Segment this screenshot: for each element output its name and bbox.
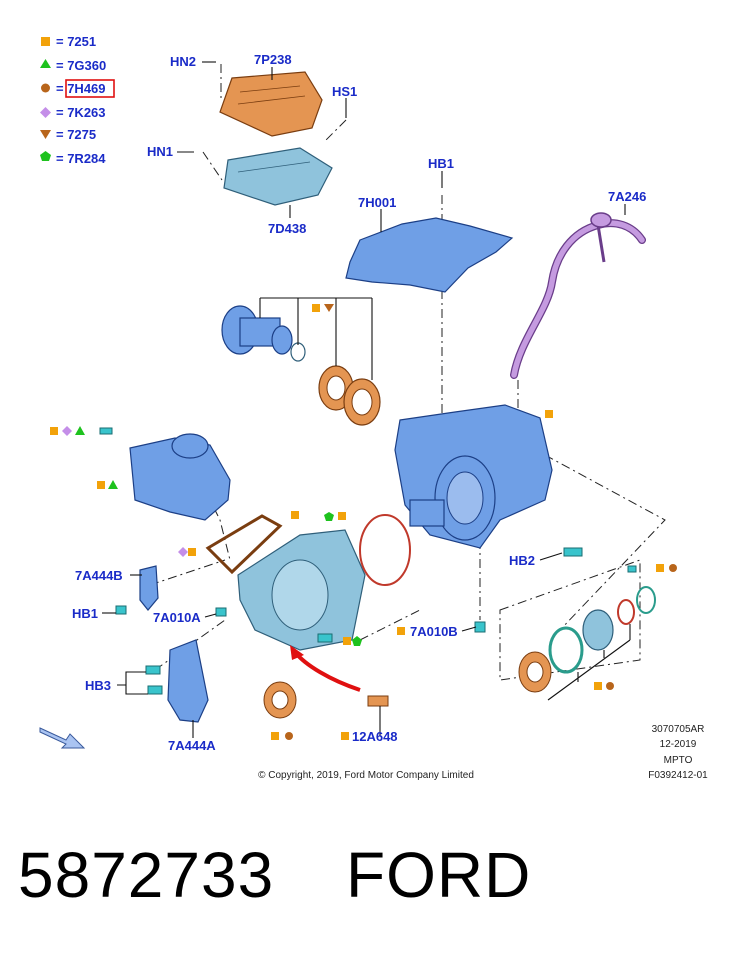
- diagram-code: 3070705AR: [652, 724, 705, 735]
- o-ring: [359, 514, 411, 586]
- legend-diamond-icon: [40, 107, 51, 118]
- legend-pentagon-icon: [40, 151, 51, 161]
- bracket-7a444b: [139, 565, 159, 611]
- callout-hb1-left: HB1: [72, 606, 98, 621]
- callout-7h001: 7H001: [358, 195, 396, 210]
- legend: = 7251 = 7G360 = 7H469 = 7K263 = 7275 = …: [40, 34, 115, 166]
- legend-item-7275: = 7275: [56, 127, 96, 142]
- diagram-variant: MPTO: [664, 755, 693, 766]
- vent-hose-7a246: [510, 219, 646, 379]
- ptu-main-housing: [394, 404, 553, 549]
- copyright-notice: © Copyright, 2019, Ford Motor Company Li…: [258, 770, 474, 781]
- callout-7p238: 7P238: [254, 52, 292, 67]
- callout-7d438: 7D438: [268, 221, 306, 236]
- callout-hb2: HB2: [509, 553, 535, 568]
- module-bracket-7d438: [223, 147, 333, 206]
- diagram-date: 12-2019: [660, 739, 697, 750]
- callout-hb3: HB3: [85, 678, 111, 693]
- callout-7a010b: 7A010B: [410, 624, 458, 639]
- control-module-7p238: [219, 71, 323, 137]
- legend-item-7g360: = 7G360: [56, 58, 106, 73]
- direction-arrow: [293, 650, 361, 692]
- callout-labels: HN2 7P238 HS1 HN1 7D438 HB1 7H001 7A246 …: [72, 52, 646, 753]
- part-number: 5872733: [18, 839, 275, 911]
- callout-hn1: HN1: [147, 144, 173, 159]
- legend-item-7251: = 7251: [56, 34, 96, 49]
- callout-hb1-top: HB1: [428, 156, 454, 171]
- callout-7a246: 7A246: [608, 189, 646, 204]
- front-arrow-icon: [39, 727, 86, 749]
- actuator-assembly: [50, 426, 231, 521]
- center-housing: [237, 511, 366, 651]
- leader-lines: [102, 61, 626, 738]
- pinion-seal-set: [518, 564, 677, 701]
- legend-square-icon: [41, 37, 50, 46]
- legend-triangle-down-icon: [40, 130, 51, 139]
- callout-7a444a: 7A444A: [168, 738, 216, 753]
- legend-item-7h469: = 7H469: [56, 81, 106, 96]
- legend-highlight-box: [65, 79, 115, 98]
- legend-item-7k263: = 7K263: [56, 105, 106, 120]
- control-module-assembly: [219, 71, 333, 206]
- callout-hs1: HS1: [332, 84, 357, 99]
- diagram-figure: F0392412-01: [648, 770, 708, 781]
- legend-triangle-icon: [40, 59, 51, 68]
- output-shaft-assembly: [221, 297, 381, 426]
- brand-name: FORD: [346, 839, 532, 911]
- diagram-info: 3070705AR 12-2019 MPTO F0392412-01 © Cop…: [258, 724, 708, 781]
- bracket-7a444a: [167, 639, 209, 723]
- heat-shield-7h001: [345, 217, 514, 293]
- assembly-lines: [149, 64, 666, 681]
- callout-12a648: 12A648: [352, 729, 398, 744]
- callout-hn2: HN2: [170, 54, 196, 69]
- gasket: [205, 514, 283, 575]
- callout-7a010a: 7A010A: [153, 610, 201, 625]
- callout-7a444b: 7A444B: [75, 568, 123, 583]
- legend-item-7r284: = 7R284: [56, 151, 106, 166]
- legend-circle-icon: [41, 83, 50, 93]
